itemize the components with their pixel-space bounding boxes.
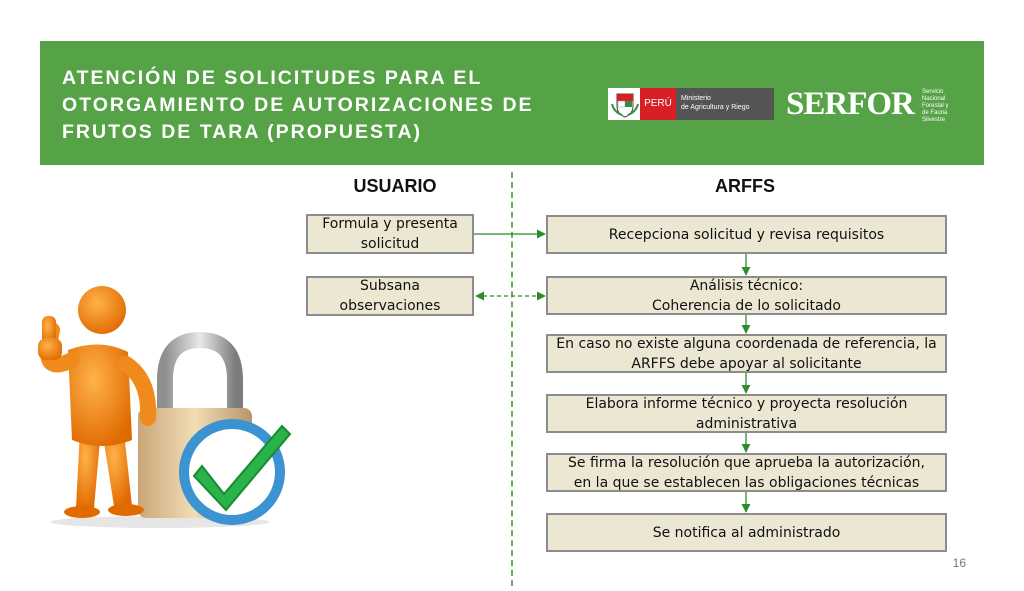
- step-text-line: Análisis técnico:: [689, 277, 804, 294]
- column-header-usuario: USUARIO: [353, 176, 437, 196]
- step-elabora-informe: Elabora informe técnico y proyecta resol…: [546, 394, 947, 433]
- step-subsana-observaciones: Subsana observaciones: [306, 276, 474, 316]
- peru-coat-of-arms-icon: [611, 93, 639, 118]
- step-text-line: administrativa: [695, 415, 798, 432]
- person-thumbs-up-padlock-check-icon: [38, 286, 292, 528]
- serfor-subtitle-line: Forestal y: [922, 103, 949, 109]
- slide-title: ATENCIÓN DE SOLICITUDES PARA EL OTORGAMI…: [62, 65, 602, 146]
- step-text-line: Se firma la resolución que aprueba la au…: [568, 454, 925, 471]
- serfor-subtitle: Servicio Nacional Forestal y de Fauna Si…: [922, 89, 948, 124]
- ministry-line: de Agricultura y Riego: [681, 104, 750, 111]
- title-line: OTORGAMIENTO DE AUTORIZACIONES DE: [62, 94, 534, 116]
- step-text-line: ARFFS debe apoyar al solicitante: [631, 355, 862, 372]
- serfor-subtitle-line: Silvestre: [922, 117, 946, 123]
- step-text-line: observaciones: [339, 298, 441, 314]
- step-text-line: En caso no existe alguna coordenada de r…: [556, 335, 937, 352]
- title-line: ATENCIÓN DE SOLICITUDES PARA EL: [62, 67, 483, 89]
- step-text-line: Se notifica al administrado: [652, 524, 841, 541]
- step-text-line: Recepciona solicitud y revisa requisitos: [608, 226, 885, 243]
- step-formula-solicitud: Formula y presenta solicitud: [306, 214, 474, 254]
- serfor-subtitle-line: Servicio: [922, 89, 944, 95]
- serfor-subtitle-line: Nacional: [922, 96, 946, 102]
- ministry-line: Ministerio: [681, 95, 711, 102]
- peru-ministry-logo: PERÚ Ministerio de Agricultura y Riego: [608, 88, 774, 120]
- step-text-line: solicitud: [360, 236, 420, 252]
- step-text-line: Elabora informe técnico y proyecta resol…: [585, 395, 908, 412]
- ministry-label: Ministerio de Agricultura y Riego: [676, 88, 774, 120]
- step-text-line: en la que se establecen las obligaciones…: [573, 474, 920, 491]
- title-line: FRUTOS DE TARA (PROPUESTA): [62, 121, 423, 143]
- step-recepciona-solicitud: Recepciona solicitud y revisa requisitos: [546, 215, 947, 254]
- peru-label: PERÚ: [640, 88, 676, 120]
- serfor-subtitle-line: de Fauna: [922, 110, 948, 116]
- step-firma-resolucion: Se firma la resolución que aprueba la au…: [546, 453, 947, 492]
- step-apoyo-coordenada: En caso no existe alguna coordenada de r…: [546, 334, 947, 373]
- step-text-line: Subsana: [360, 278, 420, 294]
- step-analisis-tecnico: Análisis técnico: Coherencia de lo solic…: [546, 276, 947, 315]
- serfor-wordmark: SERFOR: [786, 86, 915, 122]
- header-banner: ATENCIÓN DE SOLICITUDES PARA EL OTORGAMI…: [40, 41, 984, 165]
- swimlane-divider: [511, 172, 513, 586]
- step-notifica-administrado: Se notifica al administrado: [546, 513, 947, 552]
- serfor-logo: SERFOR Servicio Nacional Forestal y de F…: [786, 85, 956, 125]
- page-number: 16: [952, 556, 966, 570]
- column-header-arffs: ARFFS: [715, 176, 775, 196]
- step-text-line: Coherencia de lo solicitado: [652, 297, 841, 314]
- step-text-line: Formula y presenta: [322, 216, 458, 232]
